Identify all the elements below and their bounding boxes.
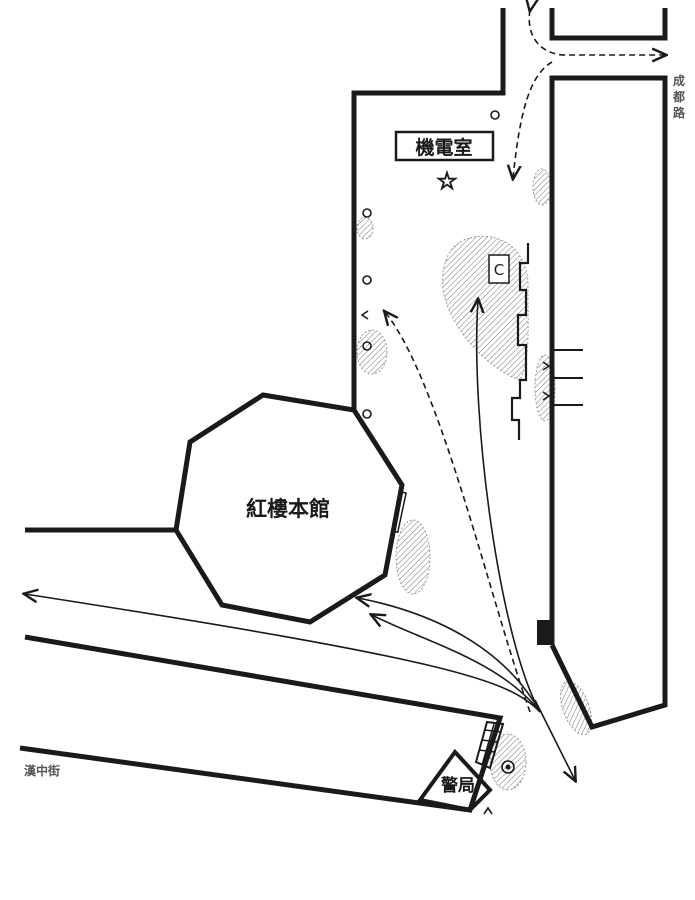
path-to-c <box>477 300 541 713</box>
path-west <box>25 594 541 713</box>
chevron-icon <box>483 806 493 815</box>
circle-marker <box>362 341 372 351</box>
c-marker-label: C <box>494 261 504 279</box>
hanzhong-street-label: 漢中街 <box>24 763 60 778</box>
top-right-building <box>549 8 668 41</box>
hatched-zone <box>395 519 431 595</box>
police-box <box>416 748 493 813</box>
svg-text:成: 成 <box>673 73 685 88</box>
chevron-icon <box>360 310 369 320</box>
hatched-zone <box>559 680 593 736</box>
chevron-icon <box>542 391 551 401</box>
svg-text:都: 都 <box>672 89 685 104</box>
circle-marker <box>362 208 372 218</box>
red-house-label: 紅樓本館 <box>246 497 330 521</box>
window <box>391 490 407 534</box>
hatched-zone <box>532 168 552 206</box>
star-icon: ☆ <box>436 167 458 195</box>
camera-marker <box>501 760 515 774</box>
east-building <box>549 75 668 731</box>
dashed-path-top <box>529 10 665 55</box>
machine-room-label: 機電室 <box>415 136 472 159</box>
red-house-building <box>173 392 405 625</box>
hatched-zones <box>356 168 593 791</box>
north-wall <box>351 8 506 410</box>
hatched-zone <box>356 329 388 375</box>
hatched-zone <box>489 733 527 791</box>
path-south <box>534 699 575 780</box>
path-to-red-house <box>372 615 541 713</box>
dashed-path-north <box>385 312 531 713</box>
gate-block <box>537 620 552 645</box>
chevron-icon <box>542 361 551 371</box>
dashed-path-down <box>513 61 553 178</box>
walls <box>19 8 668 813</box>
east-openings <box>552 349 583 406</box>
svg-text:路: 路 <box>673 105 686 120</box>
path-to-red-house-2 <box>358 598 541 713</box>
markers <box>360 110 551 815</box>
c-marker-box <box>488 254 510 284</box>
hatched-zone <box>442 235 529 381</box>
south-building <box>19 634 504 813</box>
circle-marker <box>362 275 372 285</box>
grid-structure <box>474 720 505 770</box>
circle-marker <box>490 110 500 120</box>
chengdu-road-label: 成 都 路 <box>672 73 686 120</box>
stepped-wall <box>510 243 530 440</box>
police-label: 警局 <box>440 775 475 796</box>
hatched-zone <box>356 216 374 240</box>
circle-marker <box>362 409 372 419</box>
movement-paths <box>25 10 665 780</box>
machine-room-box <box>394 130 495 162</box>
